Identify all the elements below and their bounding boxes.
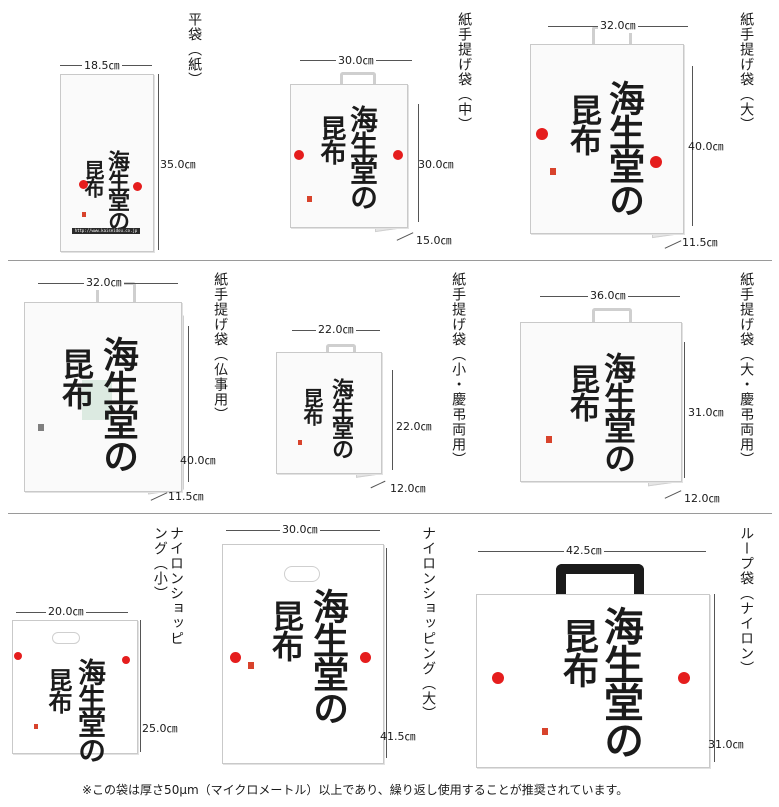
bag-title-loop: ループ袋（ナイロン） [738, 526, 755, 676]
seal-stamp [542, 728, 548, 735]
row-divider-2 [8, 513, 772, 514]
brand-logo-konbu: 昆布 [557, 618, 599, 686]
dim-line-height [140, 620, 141, 752]
red-dot-right [393, 150, 403, 160]
bag-title-kami-dai-keicho: 紙手提げ袋（大・慶弔両用） [738, 272, 755, 467]
bag-handle-cutout [284, 566, 320, 582]
seal-stamp [34, 724, 38, 729]
dim-height-label: 31.0㎝ [708, 738, 744, 751]
dim-line-height [684, 342, 685, 478]
dim-line-depth [664, 490, 682, 499]
bag-handle [592, 308, 632, 335]
seal-stamp [298, 440, 302, 445]
dim-width-label: 22.0㎝ [316, 321, 356, 337]
seal-stamp [550, 168, 556, 175]
dim-line-height [392, 370, 393, 470]
dim-height-label: 35.0㎝ [160, 158, 196, 171]
bag-title-nylon-sho: ナイロンショッピング（小） [151, 526, 184, 646]
red-dot-left [79, 180, 88, 189]
dim-width-label: 30.0㎝ [280, 521, 320, 537]
red-dot-left [230, 652, 241, 663]
bag-title-kami-chu: 紙手提げ袋（中） [456, 12, 473, 132]
brand-logo-kaiseido: 海生堂の [307, 588, 349, 724]
brand-logo-kaiseido: 海生堂の [346, 105, 379, 209]
red-dot-left [294, 150, 304, 160]
dim-line-depth [370, 480, 386, 489]
dim-width-label: 32.0㎝ [84, 274, 124, 290]
dim-line-depth [396, 232, 414, 241]
dim-line-height [158, 74, 159, 250]
footnote-thickness: ※この袋は厚さ50μm（マイクロメートル）以上であり、繰り返し使用することが推奨… [82, 783, 629, 797]
seal-stamp [38, 424, 44, 431]
brand-logo-konbu: 昆布 [57, 348, 95, 408]
brand-logo-konbu: 昆布 [316, 115, 346, 163]
dim-depth-label: 15.0㎝ [416, 234, 452, 247]
brand-logo-konbu: 昆布 [267, 600, 305, 660]
brand-logo-kaiseido: 海生堂の [104, 150, 130, 230]
red-dot-left [536, 128, 548, 140]
seal-stamp [307, 196, 312, 202]
dim-line-height [692, 66, 693, 226]
bag-title-nylon-dai: ナイロンショッピング（大） [420, 526, 437, 721]
bag-loop-handle [556, 564, 644, 604]
brand-logo-konbu: 昆布 [44, 668, 73, 712]
dim-width-label: 42.5㎝ [564, 542, 604, 558]
brand-logo-kaiseido: 海生堂の [599, 352, 637, 472]
seal-stamp [248, 662, 254, 669]
brand-logo-konbu: 昆布 [81, 160, 105, 196]
bag-body [530, 44, 684, 234]
bag-body [276, 352, 382, 474]
bag-body [520, 322, 682, 482]
red-dot-left [14, 652, 22, 660]
dim-line-height [714, 594, 715, 762]
dim-line-height [386, 548, 387, 758]
red-dot-right [360, 652, 371, 663]
row-divider-1 [8, 260, 772, 261]
dim-height-label: 25.0㎝ [142, 722, 178, 735]
brand-logo-kaiseido: 海生堂の [603, 80, 645, 216]
bag-handle-cutout [52, 632, 80, 644]
dim-line-height [418, 104, 419, 222]
dim-height-label: 31.0㎝ [688, 406, 724, 419]
seal-stamp [546, 436, 552, 443]
dim-height-label: 22.0㎝ [396, 420, 432, 433]
bag-body [60, 74, 154, 252]
red-dot-right [122, 656, 130, 664]
dim-depth-label: 12.0㎝ [684, 492, 720, 505]
brand-logo-konbu: 昆布 [564, 364, 599, 420]
bag-title-kami-butsuji: 紙手提げ袋（仏事用） [212, 272, 229, 422]
red-dot-right [678, 672, 690, 684]
bag-title-hirabukuro: 平袋（紙） [186, 12, 203, 87]
mourning-pattern [82, 380, 112, 420]
dim-depth-label: 12.0㎝ [390, 482, 426, 495]
bag-title-kami-dai: 紙手提げ袋（大） [738, 12, 755, 132]
dim-height-label: 41.5㎝ [380, 730, 416, 743]
bag-title-kami-sho: 紙手提げ袋（小・慶弔両用） [450, 272, 467, 467]
dim-height-label: 40.0㎝ [688, 140, 724, 153]
bag-body [290, 84, 408, 228]
brand-logo-kaiseido: 海生堂の [328, 378, 354, 458]
dim-line-height [188, 326, 189, 482]
brand-logo-konbu: 昆布 [565, 94, 603, 154]
red-dot-right [133, 182, 142, 191]
dim-depth-label: 11.5㎝ [682, 236, 718, 249]
dim-height-label: 40.0㎝ [180, 454, 216, 467]
brand-logo-kaiseido: 海生堂の [597, 606, 644, 758]
red-dot-right [650, 156, 662, 168]
dim-width-label: 30.0㎝ [336, 52, 376, 68]
brand-logo-kaiseido: 海生堂の [74, 658, 107, 762]
dim-width-label: 36.0㎝ [588, 287, 628, 303]
dim-width-label: 18.5㎝ [82, 57, 122, 73]
red-dot-left [492, 672, 504, 684]
dim-depth-label: 11.5㎝ [168, 490, 204, 503]
dim-width-label: 32.0㎝ [598, 17, 638, 33]
dim-line-depth [664, 240, 682, 249]
brand-logo-kaiseido: 海生堂の [97, 336, 139, 472]
bag-url-label: http://www.kaiseidou.co.jp [72, 228, 140, 234]
bag-body [476, 594, 710, 768]
dim-height-label: 30.0㎝ [418, 158, 454, 171]
seal-stamp [82, 212, 86, 217]
dim-width-label: 20.0㎝ [46, 603, 86, 619]
brand-logo-konbu: 昆布 [300, 388, 324, 424]
